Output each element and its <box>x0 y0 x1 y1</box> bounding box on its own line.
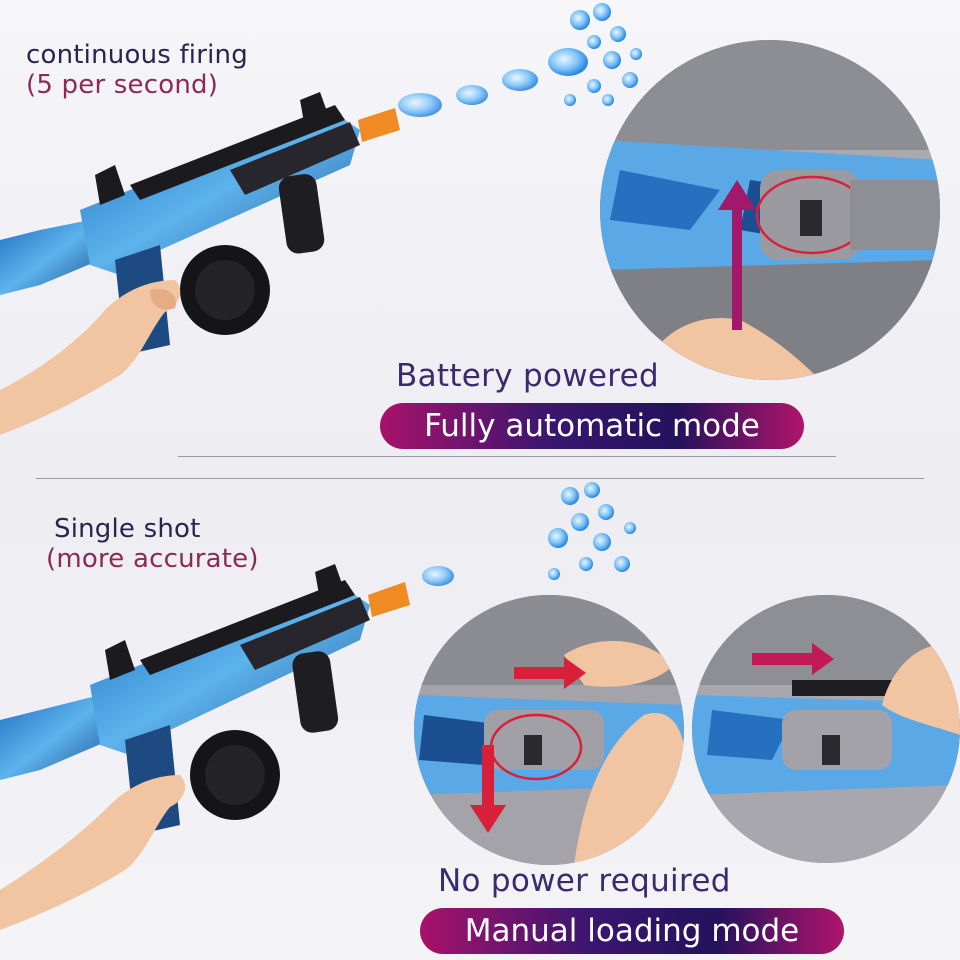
top-divider <box>178 456 836 457</box>
caption-line-1: Single shot <box>54 514 201 544</box>
fully-automatic-mode-badge: Fully automatic mode <box>380 403 804 449</box>
section-divider <box>36 478 924 479</box>
single-shot-caption: Single shot (more accurate) <box>46 514 259 574</box>
caption-line-2: (5 per second) <box>26 70 219 100</box>
manual-mode-section: Single shot (more accurate) <box>0 480 960 960</box>
gel-blaster-image <box>0 92 400 435</box>
gel-ball-splash <box>422 482 636 586</box>
cocking-handle-closeup-1 <box>414 595 684 865</box>
caption-line-1: continuous firing <box>26 40 248 70</box>
manual-loading-mode-badge: Manual loading mode <box>420 908 844 954</box>
cocking-handle-closeup-2 <box>692 595 960 863</box>
caption-line-2: (more accurate) <box>46 544 259 574</box>
automatic-mode-section: continuous firing (5 per second) <box>0 0 960 470</box>
gel-ball-splash <box>398 3 642 117</box>
gel-blaster-image <box>0 564 410 930</box>
battery-powered-headline: Battery powered <box>396 358 659 394</box>
battery-switch-closeup <box>600 40 940 380</box>
continuous-firing-caption: continuous firing (5 per second) <box>26 40 248 100</box>
no-power-required-headline: No power required <box>438 863 731 899</box>
